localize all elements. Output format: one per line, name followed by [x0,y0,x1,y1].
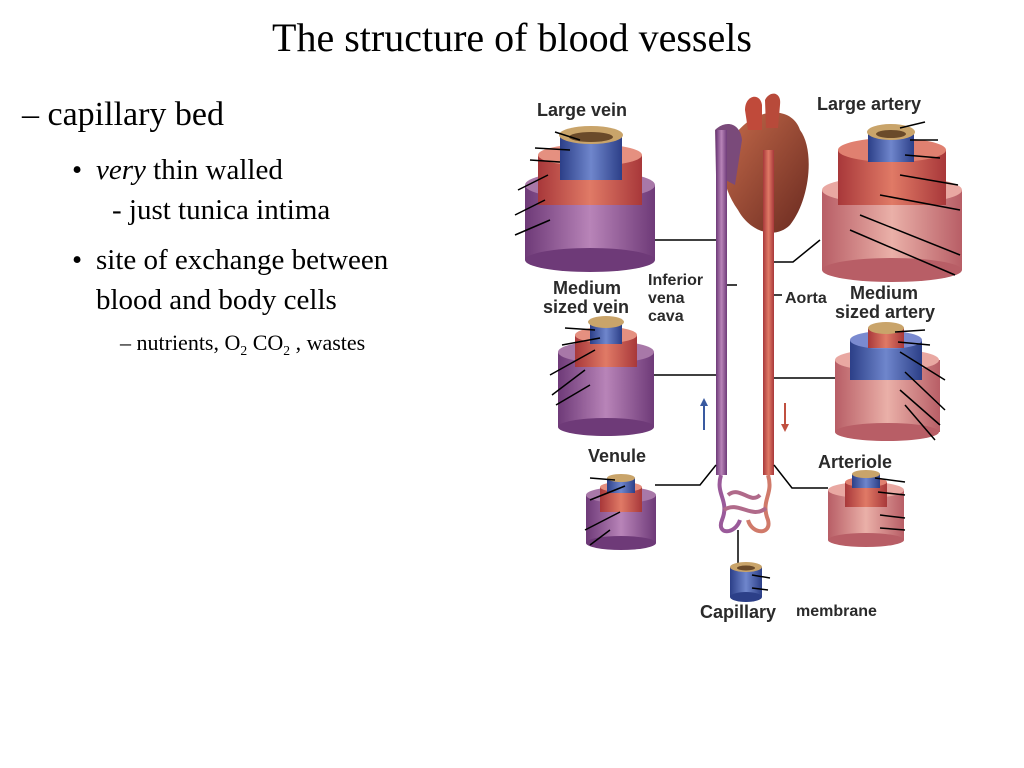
large-vein-pointers [514,131,581,236]
large-vein-illustration [525,126,655,272]
slide-title: The structure of blood vessels [272,15,752,60]
label-vena: vena [648,290,685,307]
bullet-dot: • [72,244,83,276]
medium-artery-illustration [835,322,940,441]
capillary-illustration [730,562,762,602]
capillary-network [717,474,772,534]
medium-vein-illustration [558,316,654,436]
subscript: 2 [283,342,291,358]
medium-artery-pointers [894,329,946,441]
aorta-tube [763,150,774,475]
bullet-subtext: - just tunica intima [112,194,331,226]
heart-illustration [715,93,809,233]
sub-bullet-nutrients: – nutrients, O2 CO2 , wastes [120,330,365,359]
label-arteriole: Arteriole [818,452,892,472]
text-part: CO [247,330,284,355]
label-large-artery: Large artery [817,94,921,114]
label-aorta: Aorta [785,290,827,307]
bullet-dot: • [72,154,83,186]
label-large-vein: Large vein [537,100,627,120]
large-artery-pointers [849,121,961,276]
label-membrane: membrane [796,603,877,620]
bullet-line-1: site of exchange between [96,244,389,276]
venule-illustration [586,474,656,550]
text-part: nutrients, O [136,330,241,355]
label-cava: cava [648,308,684,325]
dash-marker: – [22,96,48,133]
bullet-site-of-exchange: • site of exchange between blood and body… [72,240,388,320]
bullet-thin-walled: • very thin walled - just tunica intima [72,150,330,230]
label-capillary: Capillary [700,602,776,622]
arteriole-pointers [874,477,906,531]
heading-text: capillary bed [47,96,225,133]
subscript: 2 [240,342,248,358]
bullet-text: thin walled [145,154,283,186]
label-medium-artery-line2: sized artery [835,302,935,322]
label-venule: Venule [588,446,646,466]
bullet-italic-text: very [96,154,146,186]
dash-marker: – [120,330,137,355]
arteriole-illustration [828,470,904,547]
connector-lines [650,239,835,489]
label-medium-vein-line1: Medium [553,278,621,298]
label-medium-vein-line2: sized vein [543,297,629,317]
bullet-line-2: blood and body cells [96,284,337,316]
vena-cava-tube [716,130,727,475]
medium-vein-pointers [549,327,601,406]
label-inferior: Inferior [648,272,703,289]
venule-pointers [584,477,626,546]
label-medium-artery-line1: Medium [850,283,918,303]
arrow-down-icon [781,424,789,432]
large-artery-illustration [822,124,962,282]
arrow-up-icon [700,398,708,406]
text-part: , wastes [290,330,366,355]
capillary-pointers [751,574,771,591]
heading-capillary-bed: – capillary bed [22,96,224,134]
